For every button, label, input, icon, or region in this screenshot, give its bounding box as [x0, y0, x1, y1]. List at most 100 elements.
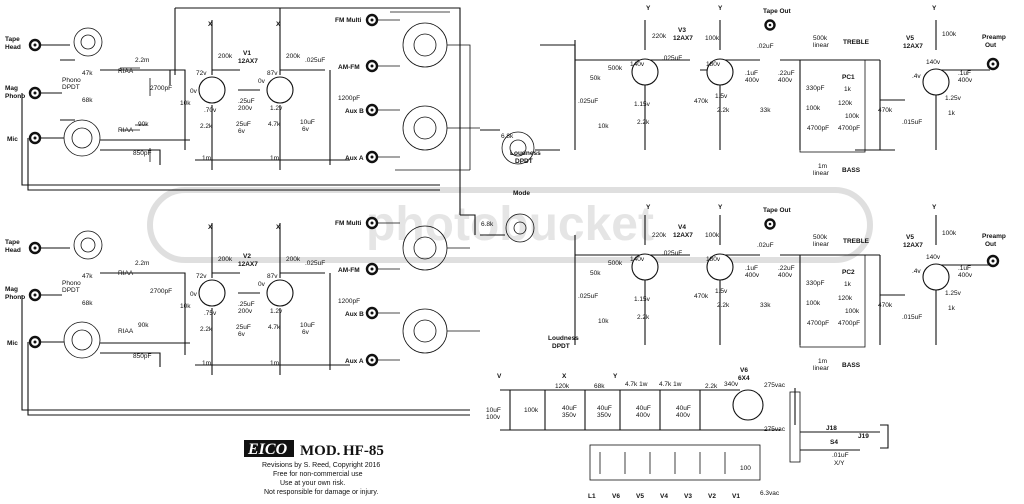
svg-text:275vac: 275vac [764, 382, 786, 389]
svg-text:Aux A: Aux A [345, 155, 364, 162]
svg-text:500k: 500k [608, 260, 623, 267]
svg-text:Aux A: Aux A [345, 358, 364, 365]
svg-text:400v: 400v [958, 77, 973, 84]
svg-text:140v: 140v [926, 59, 941, 66]
svg-text:400v: 400v [745, 77, 760, 84]
svg-text:100k: 100k [806, 105, 821, 112]
svg-text:33k: 33k [760, 302, 771, 309]
svg-text:10k: 10k [598, 123, 609, 130]
svg-text:25uF: 25uF [236, 324, 251, 331]
svg-text:850pF: 850pF [133, 150, 151, 157]
svg-text:0v: 0v [258, 281, 266, 288]
svg-text:Loudness: Loudness [510, 150, 541, 157]
svg-text:1m: 1m [818, 358, 827, 365]
svg-text:330pF: 330pF [806, 280, 824, 287]
svg-text:1m: 1m [270, 155, 279, 162]
svg-text:470k: 470k [878, 302, 893, 309]
svg-text:Y: Y [932, 5, 937, 12]
svg-text:2.2k: 2.2k [200, 123, 213, 130]
svg-text:X: X [276, 21, 281, 28]
svg-text:200k: 200k [286, 53, 301, 60]
svg-text:10uF: 10uF [300, 119, 315, 126]
svg-text:2700pF: 2700pF [150, 288, 172, 295]
svg-text:200k: 200k [218, 256, 233, 263]
svg-text:PC1: PC1 [842, 74, 855, 81]
svg-text:4.7k 1w: 4.7k 1w [659, 381, 682, 388]
svg-text:Loudness: Loudness [548, 335, 579, 342]
svg-text:120k: 120k [555, 383, 570, 390]
svg-text:100k: 100k [845, 308, 860, 315]
v1-tube-b [266, 76, 294, 104]
svg-text:6.3vac: 6.3vac [760, 490, 780, 497]
svg-text:1m: 1m [270, 360, 279, 367]
svg-text:Y: Y [613, 373, 618, 380]
svg-text:Aux B: Aux B [345, 108, 364, 115]
svg-text:400v: 400v [745, 272, 760, 279]
svg-text:X: X [276, 224, 281, 231]
svg-text:200k: 200k [218, 53, 233, 60]
selector-top: FM Multi AM-FM Aux B Aux A [335, 11, 480, 171]
svg-text:FM Multi: FM Multi [335, 17, 362, 24]
input-jacks-top: Tape Head Mag Phono Mic [5, 36, 42, 145]
svg-text:.02uF: .02uF [757, 242, 774, 249]
svg-text:100k: 100k [705, 232, 720, 239]
svg-text:Out: Out [985, 241, 997, 248]
svg-text:40uF: 40uF [636, 405, 651, 412]
svg-text:40uF: 40uF [562, 405, 577, 412]
top-channel: Tape Head Mag Phono Mic Phono DPDT 47k 6… [5, 5, 1006, 243]
transformer [789, 391, 801, 463]
svg-text:68k: 68k [82, 97, 93, 104]
svg-text:140v: 140v [630, 256, 645, 263]
svg-text:Mag: Mag [5, 286, 18, 293]
svg-text:.4v: .4v [912, 73, 921, 80]
svg-text:400v: 400v [778, 77, 793, 84]
svg-text:0v: 0v [190, 88, 198, 95]
mag-phono-label: Mag [5, 85, 18, 92]
svg-text:RIAA: RIAA [118, 68, 134, 75]
svg-text:400v: 400v [676, 412, 691, 419]
svg-text:6v: 6v [238, 331, 246, 338]
svg-text:BASS: BASS [842, 362, 861, 369]
tape-head-label: Tape [5, 36, 20, 43]
svg-text:X/Y: X/Y [834, 460, 845, 467]
svg-text:220k: 220k [652, 33, 667, 40]
pc2-box [799, 254, 866, 348]
svg-text:.22uF: .22uF [778, 70, 795, 77]
svg-text:V1: V1 [243, 50, 251, 57]
svg-text:12AX7: 12AX7 [238, 58, 258, 65]
svg-text:Y: Y [646, 5, 651, 12]
svg-text:1200pF: 1200pF [338, 298, 360, 305]
svg-text:Tape: Tape [5, 239, 20, 246]
svg-text:120k: 120k [838, 295, 853, 302]
svg-text:1.2v: 1.2v [270, 308, 283, 315]
svg-text:V3: V3 [678, 27, 686, 34]
svg-text:.25uF: .25uF [238, 301, 255, 308]
svg-text:TREBLE: TREBLE [843, 238, 870, 245]
svg-text:V: V [497, 373, 502, 380]
svg-text:Aux B: Aux B [345, 311, 364, 318]
svg-text:V2: V2 [243, 253, 251, 260]
svg-text:68k: 68k [82, 300, 93, 307]
svg-text:90k: 90k [138, 322, 149, 329]
svg-text:2.2k: 2.2k [637, 119, 650, 126]
svg-text:V5: V5 [636, 493, 644, 500]
heater-box [589, 444, 761, 481]
svg-text:100: 100 [740, 465, 751, 472]
svg-text:J19: J19 [858, 433, 869, 440]
svg-text:200v: 200v [238, 105, 253, 112]
svg-text:100k: 100k [524, 407, 539, 414]
svg-text:50k: 50k [590, 270, 601, 277]
svg-text:X: X [208, 21, 213, 28]
svg-text:47k: 47k [82, 70, 93, 77]
svg-text:RIAA: RIAA [118, 127, 134, 134]
svg-text:RIAA: RIAA [118, 328, 134, 335]
svg-text:.025uF: .025uF [578, 98, 598, 105]
brand-logo: EICO [247, 441, 288, 458]
svg-text:2.2m: 2.2m [135, 57, 149, 64]
svg-text:.1uF: .1uF [958, 70, 971, 77]
svg-text:linear: linear [813, 170, 830, 177]
svg-text:Y: Y [646, 204, 651, 211]
svg-text:2.2k: 2.2k [637, 314, 650, 321]
svg-text:Y: Y [932, 204, 937, 211]
